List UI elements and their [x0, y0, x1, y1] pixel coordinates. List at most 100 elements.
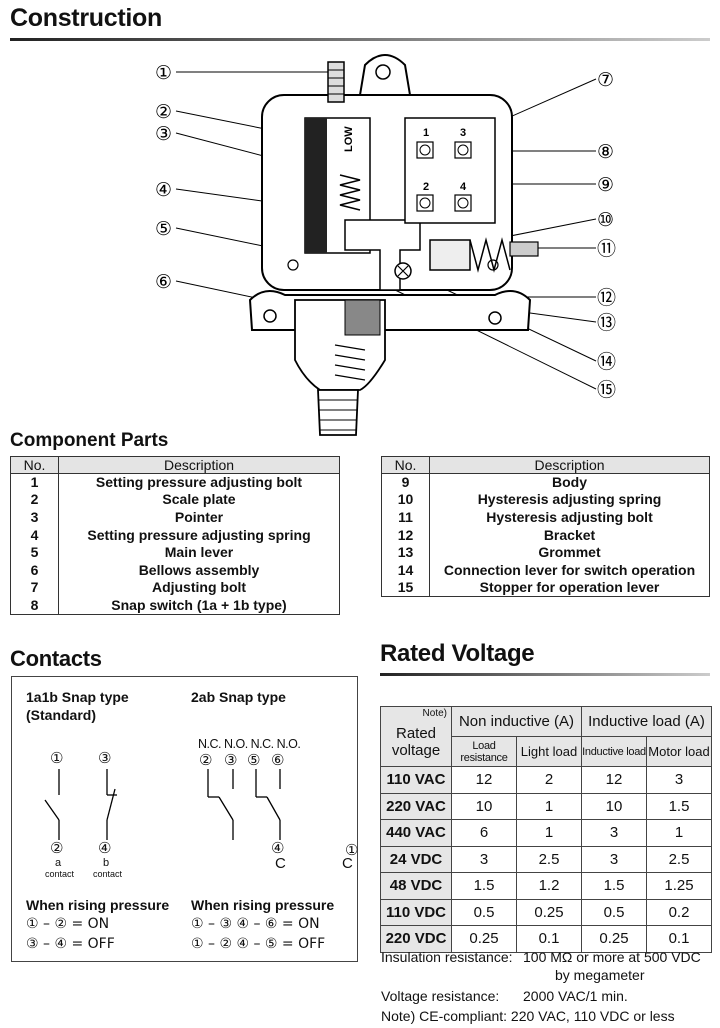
part-description: Hysteresis adjusting spring [429, 491, 710, 509]
col-no-header: No. [381, 456, 430, 474]
callout-9: ⑨ [597, 174, 614, 196]
component-parts-title: Component Parts [10, 430, 169, 451]
contacts-title: Contacts [10, 646, 102, 671]
part-description: Setting pressure adjusting bolt [58, 473, 340, 492]
r2-line2: ① – ② ④ – ⑤ = OFF [191, 936, 326, 952]
part-number: 6 [10, 561, 59, 580]
t1-sub-b: b [103, 857, 110, 869]
t2-top-6: ⑥ [271, 751, 285, 769]
voltage-label: 440 VAC [380, 819, 452, 847]
sub-header-load-resistance: Load resistance [451, 736, 517, 767]
voltage-label: 110 VDC [380, 898, 452, 926]
terminal-2: 2 [423, 181, 429, 193]
insulation-value-2: by megameter [555, 967, 645, 983]
construction-diagram: LOW 1 3 2 4 ① ② ③ ④ [155, 54, 616, 436]
part-description: Hysteresis adjusting bolt [429, 508, 710, 527]
contacts-schematic [44, 769, 281, 840]
current-value: 12 [451, 766, 517, 794]
t2-top-5: ⑤ [247, 751, 261, 769]
callout-8: ⑧ [597, 141, 614, 163]
rated-voltage-table: Note) Rated voltage Non inductive (A) In… [380, 706, 712, 953]
current-value: 0.5 [581, 898, 647, 926]
current-value: 0.25 [581, 925, 647, 953]
current-value: 1.5 [581, 872, 647, 900]
current-value: 6 [451, 819, 517, 847]
callout-11: ⑪ [597, 238, 616, 260]
current-value: 0.25 [516, 898, 582, 926]
part-description: Bracket [429, 526, 710, 544]
rising-pressure-1: When rising pressure [26, 897, 170, 913]
part-number: 10 [381, 491, 430, 509]
t1-sub-a: a [55, 857, 62, 869]
current-value: 0.5 [451, 898, 517, 926]
part-description: Main lever [58, 543, 340, 562]
part-number: 3 [10, 508, 59, 527]
part-number: 14 [381, 561, 430, 580]
callout-2: ② [155, 101, 172, 123]
callout-7: ⑦ [597, 69, 614, 91]
terminal-1: 1 [423, 127, 429, 139]
callout-12: ⑫ [597, 287, 616, 309]
t2-c-label: C [275, 855, 286, 872]
voltage-label: 220 VDC [380, 925, 452, 953]
voltage-resistance-label: Voltage resistance: [381, 988, 500, 1004]
part-description: Pointer [58, 508, 340, 527]
part-description: Setting pressure adjusting spring [58, 526, 340, 544]
part-number: 4 [10, 526, 59, 544]
rated-label-2: voltage [391, 741, 441, 759]
c-extra-1: ① [345, 841, 359, 859]
part-number: 2 [10, 491, 59, 509]
part-number: 1 [10, 473, 59, 492]
nc-no-labels: N.C. N.O. N.C. N.O. [198, 737, 301, 751]
current-value: 0.2 [646, 898, 712, 926]
voltage-label: 110 VAC [380, 766, 452, 794]
current-value: 1.5 [646, 792, 712, 820]
contacts-box: 1a1b Snap type (Standard) 2ab Snap type … [11, 676, 358, 962]
current-value: 1.25 [646, 872, 712, 900]
t2-top-3: ③ [224, 751, 238, 769]
t1-sub-contact-b: contact [93, 869, 123, 879]
voltage-label: 24 VDC [380, 845, 452, 873]
rated-voltage-header: Note) Rated voltage [380, 706, 452, 767]
callout-13: ⑬ [597, 312, 616, 334]
voltage-resistance-value: 2000 VAC/1 min. [523, 988, 628, 1004]
t1-bottom-2: ② [50, 839, 64, 857]
current-value: 3 [581, 845, 647, 873]
current-value: 3 [646, 766, 712, 794]
current-value: 1 [516, 792, 582, 820]
callout-4: ④ [155, 179, 172, 201]
terminal-3: 3 [460, 127, 466, 139]
current-value: 2 [516, 766, 582, 794]
note-tag: Note) [422, 708, 447, 719]
callout-15: ⑮ [597, 379, 616, 401]
t2-top-2: ② [199, 751, 213, 769]
t1-sub-contact-a: contact [45, 869, 75, 879]
voltage-label: 48 VDC [380, 872, 452, 900]
callout-6: ⑥ [155, 271, 172, 293]
sub-header-inductive-load: Inductive load [581, 736, 647, 767]
rated-label-1: Rated [395, 724, 437, 742]
t1-top-3: ③ [98, 749, 112, 767]
t1-bottom-4: ④ [98, 839, 112, 857]
current-value: 1 [516, 819, 582, 847]
part-description: Connection lever for switch operation [429, 561, 710, 580]
